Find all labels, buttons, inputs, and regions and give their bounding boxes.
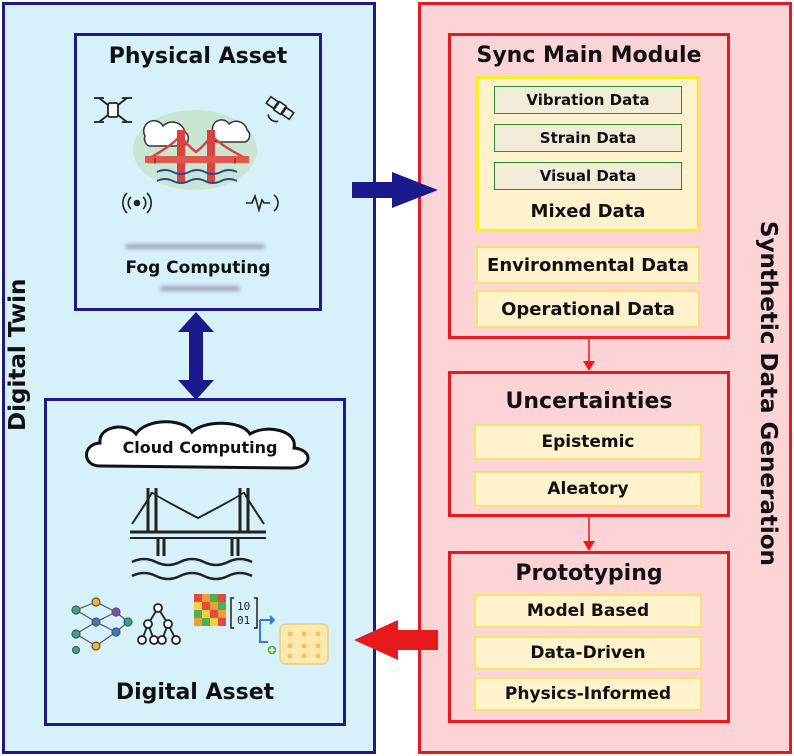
arrow-to-digital xyxy=(354,620,438,660)
physical-asset-title: Physical Asset xyxy=(108,44,288,69)
cloud-computing-label: Cloud Computing xyxy=(122,438,278,457)
operational-data-chip: Operational Data xyxy=(476,290,700,328)
ml-icons: 10 01 xyxy=(71,594,329,665)
grid-icon xyxy=(279,623,329,665)
arrow-to-synthetic xyxy=(352,172,438,208)
model-based-chip: Model Based xyxy=(474,594,702,628)
arrow-uncertainties-to-prototyping xyxy=(583,517,595,551)
digital-bridge-icon xyxy=(130,488,266,581)
vibration-data-chip: Vibration Data xyxy=(494,86,682,114)
digital-twin-title: Digital Twin xyxy=(5,278,31,431)
digital-asset-title: Digital Asset xyxy=(115,680,275,705)
mixed-data-label: Mixed Data xyxy=(530,201,646,222)
synthetic-data-title: Synthetic Data Generation xyxy=(755,221,781,566)
visual-data-chip: Visual Data xyxy=(494,162,682,190)
arrow-sync-to-uncertainties xyxy=(583,339,595,371)
strain-data-chip: Strain Data xyxy=(494,124,682,152)
bidirectional-arrow xyxy=(178,312,214,400)
blurred-line xyxy=(160,286,240,291)
satellite-icon xyxy=(265,95,295,123)
signal-icon xyxy=(122,192,152,214)
uncertainties-title: Uncertainties xyxy=(505,389,673,414)
drone-icon xyxy=(94,97,132,123)
fog-computing-label: Fog Computing xyxy=(125,258,271,278)
svg-text:10: 10 xyxy=(237,600,250,613)
blurred-line xyxy=(125,244,265,249)
epistemic-chip: Epistemic xyxy=(474,424,702,460)
aleatory-chip: Aleatory xyxy=(474,471,702,507)
physical-asset-illustration xyxy=(94,95,295,214)
pulse-icon xyxy=(246,193,279,213)
bridge-icon xyxy=(145,130,249,184)
data-driven-chip: Data-Driven xyxy=(474,636,702,670)
flow-icon xyxy=(259,615,278,656)
physics-informed-chip: Physics-Informed xyxy=(474,677,702,711)
prototyping-title: Prototyping xyxy=(515,561,663,586)
binary-icon: 10 01 xyxy=(230,597,258,629)
neural-network-icon xyxy=(71,597,133,655)
environmental-data-chip: Environmental Data xyxy=(476,246,700,284)
svg-text:01: 01 xyxy=(237,614,250,627)
heatmap-icon xyxy=(194,594,226,626)
sync-main-module-title: Sync Main Module xyxy=(476,43,702,68)
cloud-computing-shape xyxy=(85,420,310,470)
tree-icon xyxy=(137,603,181,645)
